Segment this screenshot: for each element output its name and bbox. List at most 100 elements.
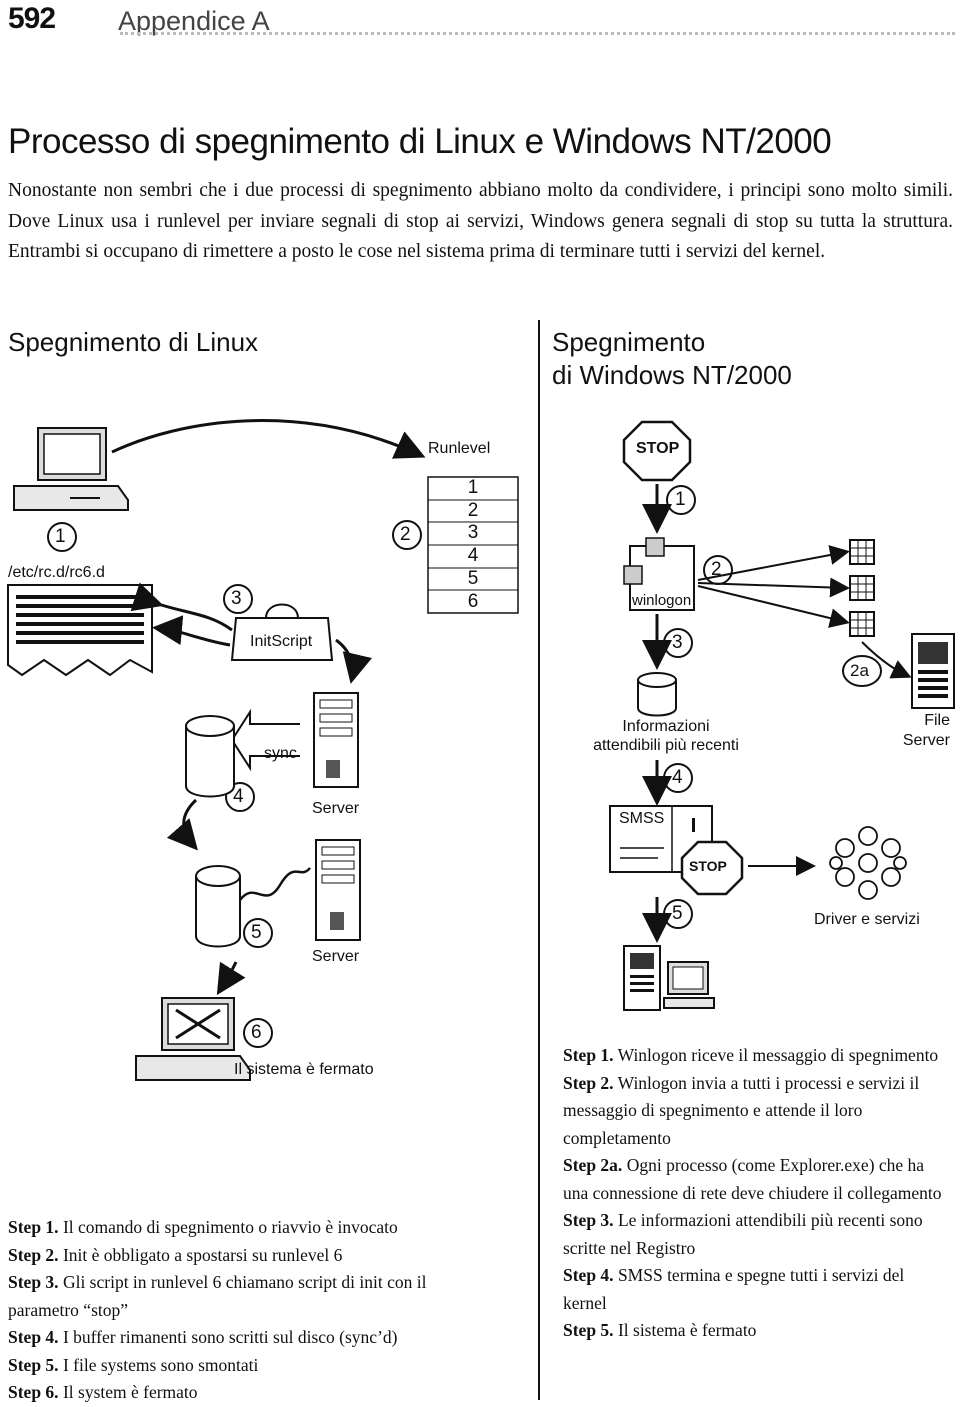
step-text: Il system è fermato — [62, 1382, 198, 1402]
file-server-label-line2: Server — [902, 732, 950, 749]
runlevel-item: 1 — [467, 477, 479, 498]
arrow-1 — [111, 419, 426, 459]
linux-steps: Step 1. Il comando di spegnimento o riav… — [8, 1214, 528, 1407]
marker-label: 2a — [850, 661, 869, 680]
file-server-label-line1: File — [924, 712, 950, 729]
step-item: Step 2. Init è obbligato a spostarsi su … — [8, 1242, 528, 1270]
process-icon — [849, 611, 875, 637]
step-marker-2 — [392, 520, 422, 550]
arrow-doc-out — [130, 582, 233, 632]
step-item: Step 6. Il system è fermato — [8, 1379, 528, 1407]
stop-label: STOP — [636, 440, 680, 457]
step-text: Le informazioni attendibili più recenti … — [563, 1210, 923, 1258]
chapter-title: Appendice A — [118, 6, 270, 36]
step-text: Winlogon riceve il messaggio di spegnime… — [617, 1045, 939, 1065]
drivers-icon — [829, 826, 907, 900]
marker-label: 1 — [55, 526, 66, 547]
step-item: Step 5. I file systems sono smontati — [8, 1352, 528, 1380]
runlevel-table — [427, 476, 519, 614]
linux-heading: Spegnimento di Linux — [8, 327, 259, 357]
step-marker-4 — [225, 782, 255, 812]
windows-heading-line2: di Windows NT/2000 — [552, 360, 792, 390]
disk-icon — [195, 865, 241, 948]
step-label: Step 4. — [8, 1327, 59, 1347]
step-label: Step 5. — [8, 1354, 59, 1375]
step-text: Init è obbligato a spostarsi su runlevel… — [62, 1244, 343, 1265]
runlevel-label: Runlevel — [428, 440, 491, 457]
step-text: SMSS termina e spegne tutti i servizi de… — [563, 1265, 905, 1313]
marker-label: 4 — [672, 767, 683, 788]
step-label: Step 3. — [563, 1210, 614, 1230]
step-label: Step 2. — [8, 1244, 59, 1265]
step-marker-1 — [666, 485, 696, 515]
smss-label: SMSS — [619, 810, 665, 827]
header-divider — [120, 32, 955, 35]
document-icon — [7, 584, 153, 677]
marker-label: 2 — [711, 559, 722, 580]
runlevel-item: 4 — [467, 545, 479, 567]
step-item: Step 4. SMSS termina e spegne tutti i se… — [563, 1262, 948, 1317]
step-marker-3 — [663, 628, 693, 658]
step-marker-6 — [243, 1018, 273, 1048]
step-item: Step 3. Gli script in runlevel 6 chiaman… — [8, 1269, 463, 1324]
stop-label: STOP — [689, 858, 727, 874]
marker-label: 3 — [231, 588, 242, 609]
step-label: Step 4. — [563, 1265, 614, 1285]
server-icon — [315, 839, 361, 941]
stop-sign-icon — [622, 420, 692, 482]
page-title: Processo di spegnimento di Linux e Windo… — [8, 122, 832, 161]
runlevel-item: 2 — [467, 499, 479, 521]
step-text: I file systems sono smontati — [62, 1354, 259, 1375]
step-marker-1 — [47, 522, 77, 552]
winlogon-label: winlogon — [632, 592, 692, 609]
server-label: Server — [312, 948, 360, 965]
step-item: Step 1. Il comando di spegnimento o riav… — [8, 1214, 528, 1242]
info-label-line1: Informazioni — [622, 718, 710, 735]
info-label-line2: attendibili più recenti — [593, 737, 739, 754]
column-divider — [538, 320, 540, 1400]
step-marker-2a — [842, 655, 882, 687]
arrow-file-server — [861, 641, 912, 679]
step-item: Step 4. I buffer rimanenti sono scritti … — [8, 1324, 528, 1352]
step-item: Step 3. Le informazioni attendibili più … — [563, 1207, 948, 1262]
info-label: Informazioni attendibili più recenti — [586, 717, 746, 755]
connection-line — [239, 867, 311, 901]
arrow-disk — [166, 798, 198, 851]
step-text: Gli script in runlevel 6 chiamano script… — [8, 1272, 427, 1320]
winlogon-icon — [623, 537, 695, 611]
marker-label: 2 — [400, 524, 411, 545]
server-icon — [623, 945, 661, 1011]
marker-label: 5 — [251, 922, 262, 943]
stop-sign-icon — [680, 840, 744, 896]
windows-heading-line1: Spegnimento — [552, 327, 706, 357]
computer-icon — [663, 961, 715, 1009]
arrow-initscript-server — [335, 638, 373, 684]
initscript-label: InitScript — [250, 633, 313, 650]
step-text: I buffer rimanenti sono scritti sul disc… — [62, 1327, 398, 1347]
runlevel-item: 5 — [467, 567, 479, 589]
marker-label: 5 — [672, 903, 683, 924]
runlevel-item: 6 — [467, 590, 479, 612]
halted-computer-icon — [135, 997, 251, 1081]
server-icon — [313, 692, 359, 788]
step-label: Step 5. — [563, 1320, 614, 1340]
process-icon — [849, 539, 875, 565]
step-marker-5 — [663, 899, 693, 929]
step-item: Step 5. Il sistema è fermato — [563, 1317, 948, 1345]
step-label: Step 2a. — [563, 1155, 623, 1175]
rc6-label: /etc/rc.d/rc6.d — [8, 564, 105, 581]
arrow-halt — [216, 961, 246, 996]
runlevel-list: 1 2 3 4 5 6 — [428, 477, 518, 613]
page-number: 592 — [8, 2, 56, 35]
intro-paragraph: Nonostante non sembri che i due processi… — [8, 180, 953, 262]
step-label: Step 6. — [8, 1382, 59, 1402]
step-marker-3 — [223, 584, 253, 614]
file-server-icon — [911, 633, 955, 709]
step-marker-5 — [243, 918, 273, 948]
runlevel-item: 3 — [467, 522, 479, 544]
step-text: Ogni processo (come Explorer.exe) che ha… — [563, 1155, 942, 1203]
process-icon — [849, 575, 875, 601]
marker-label: 6 — [251, 1022, 262, 1043]
arrow-doc-in — [152, 615, 231, 647]
